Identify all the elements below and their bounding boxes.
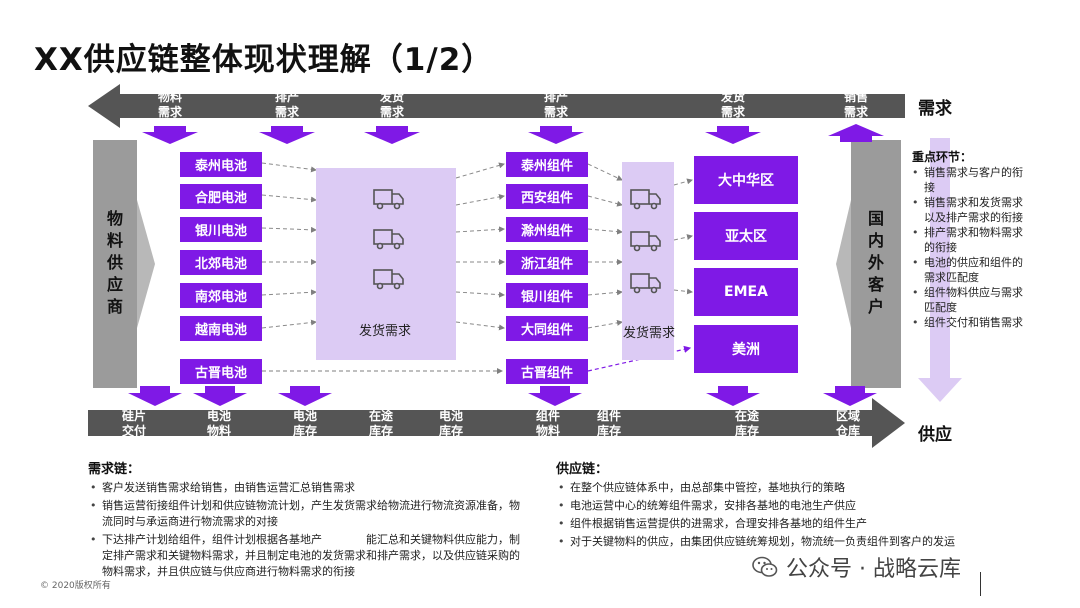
- demand-label: 需求: [918, 99, 952, 119]
- battery-plant-box: 古晋电池: [180, 359, 262, 384]
- copyright: © 2020版权所有: [40, 581, 111, 591]
- supply-label: 供应: [918, 425, 952, 445]
- demand-stage-label: 排产需求: [274, 90, 299, 119]
- demand-stage-label: 发货需求: [720, 90, 745, 119]
- supply-arrow: [88, 398, 905, 448]
- list-item: 销售运营衔接组件计划和供应链物流计划，产生发货需求给物流进行物流资源准备，物流同…: [88, 498, 528, 530]
- list-item: 在整个供应链体系中，由总部集中管控，基地执行的策略: [556, 480, 966, 496]
- battery-plant-box: 北郊电池: [180, 250, 262, 275]
- supply-chain-list: 在整个供应链体系中，由总部集中管控，基地执行的策略电池运营中心的统筹组件需求，安…: [556, 480, 966, 550]
- region-box: 亚太区: [694, 212, 798, 260]
- supply-stage-label: 组件物料: [535, 409, 560, 438]
- supply-stage-label: 电池库存: [438, 409, 463, 438]
- demand-down-arrows: [142, 126, 761, 144]
- supply-stage-label: 组件库存: [596, 409, 621, 438]
- battery-plant-box: 越南电池: [180, 316, 262, 341]
- list-item: 对于关键物料的供应，由集团供应链统筹规划，物流统一负责组件到客户的发运: [556, 534, 966, 550]
- supply-chain-section: 供应链： 在整个供应链体系中，由总部集中管控，基地执行的策略电池运营中心的统筹组…: [556, 458, 966, 552]
- watermark: 公众号 · 战略云库: [752, 551, 961, 583]
- sales-up-arrow: [828, 124, 884, 142]
- battery-plant-box: 合肥电池: [180, 184, 262, 209]
- demand-stage-label: 物料需求: [157, 90, 182, 119]
- battery-plant-box: 银川电池: [180, 217, 262, 242]
- key-points-title: 重点环节：: [912, 150, 973, 164]
- list-item: 电池运营中心的统筹组件需求，安排各基地的电池生产供应: [556, 498, 966, 514]
- list-item: 销售需求与客户的衔接: [912, 165, 1024, 195]
- demand-stage-label: 销售需求: [843, 90, 868, 119]
- demand-arrow: [88, 84, 905, 128]
- demand-chain-section: 需求链： 客户发送销售需求给销售，由销售运营汇总销售需求销售运营衔接组件计划和供…: [88, 458, 528, 582]
- truck-icon: [373, 189, 661, 294]
- list-item: 排产需求和物料需求的衔接: [912, 225, 1024, 255]
- key-points-list: 销售需求与客户的衔接销售需求和发货需求以及排产需求的衔接排产需求和物料需求的衔接…: [912, 165, 1024, 330]
- supply-stage-label: 硅片交付: [121, 409, 146, 438]
- shipping-demand-label-1: 发货需求: [359, 324, 412, 339]
- supplier-column-label: 物料供应商: [106, 209, 123, 316]
- supply-stage-label: 电池物料: [206, 409, 231, 438]
- module-plant-box: 银川组件: [506, 283, 588, 308]
- supply-stage-label: 在途库存: [734, 409, 759, 438]
- cursor-line: [980, 572, 981, 596]
- module-plant-box: 浙江组件: [506, 250, 588, 275]
- supply-stage-label: 电池库存: [292, 409, 317, 438]
- region-box: 美洲: [694, 325, 798, 373]
- supply-chain-title: 供应链：: [556, 462, 609, 477]
- list-item: 电池的供应和组件的需求匹配度: [912, 255, 1024, 285]
- module-plant-box: 泰州组件: [506, 152, 588, 177]
- demand-stage-label: 排产需求: [543, 90, 568, 119]
- module-plant-box: 古晋组件: [506, 359, 588, 384]
- wechat-icon: [752, 556, 778, 577]
- module-plant-box: 滁州组件: [506, 217, 588, 242]
- demand-stage-label: 发货需求: [379, 90, 404, 119]
- demand-chain-title: 需求链：: [88, 462, 141, 477]
- page-title: XX供应链整体现状理解（1/2）: [34, 42, 494, 78]
- demand-chain-list: 客户发送销售需求给销售，由销售运营汇总销售需求销售运营衔接组件计划和供应链物流计…: [88, 480, 528, 580]
- customer-column-label: 国内外客户: [867, 209, 884, 316]
- list-item: 组件根据销售运营提供的进需求，合理安排各基地的组件生产: [556, 516, 966, 532]
- list-item: 销售需求和发货需求以及排产需求的衔接: [912, 195, 1024, 225]
- list-item: 组件交付和销售需求: [912, 315, 1024, 330]
- customer-column: [851, 140, 901, 388]
- watermark-text: 公众号 · 战略云库: [786, 557, 961, 582]
- supplier-column: [93, 140, 137, 388]
- list-item: 客户发送销售需求给销售，由销售运营汇总销售需求: [88, 480, 528, 496]
- supply-down-arrows: [128, 386, 877, 406]
- shipping-box-1: [316, 168, 456, 360]
- list-item: 组件物料供应与需求匹配度: [912, 285, 1024, 315]
- battery-plant-box: 南郊电池: [180, 283, 262, 308]
- supply-stage-label: 区域仓库: [835, 409, 860, 438]
- list-item: 下达排产计划给组件，组件计划根据各基地产 能汇总和关键物料供应能力，制定排产需求…: [88, 532, 528, 580]
- shipping-demand-label-2: 发货需求: [623, 326, 676, 341]
- key-points: 重点环节： 销售需求与客户的衔接销售需求和发货需求以及排产需求的衔接排产需求和物…: [912, 148, 1024, 330]
- module-plant-box: 大同组件: [506, 316, 588, 341]
- module-plant-box: 西安组件: [506, 184, 588, 209]
- region-box: EMEA: [694, 268, 798, 316]
- supply-stage-label: 在途库存: [368, 409, 393, 438]
- battery-plant-box: 泰州电池: [180, 152, 262, 177]
- region-box: 大中华区: [694, 156, 798, 204]
